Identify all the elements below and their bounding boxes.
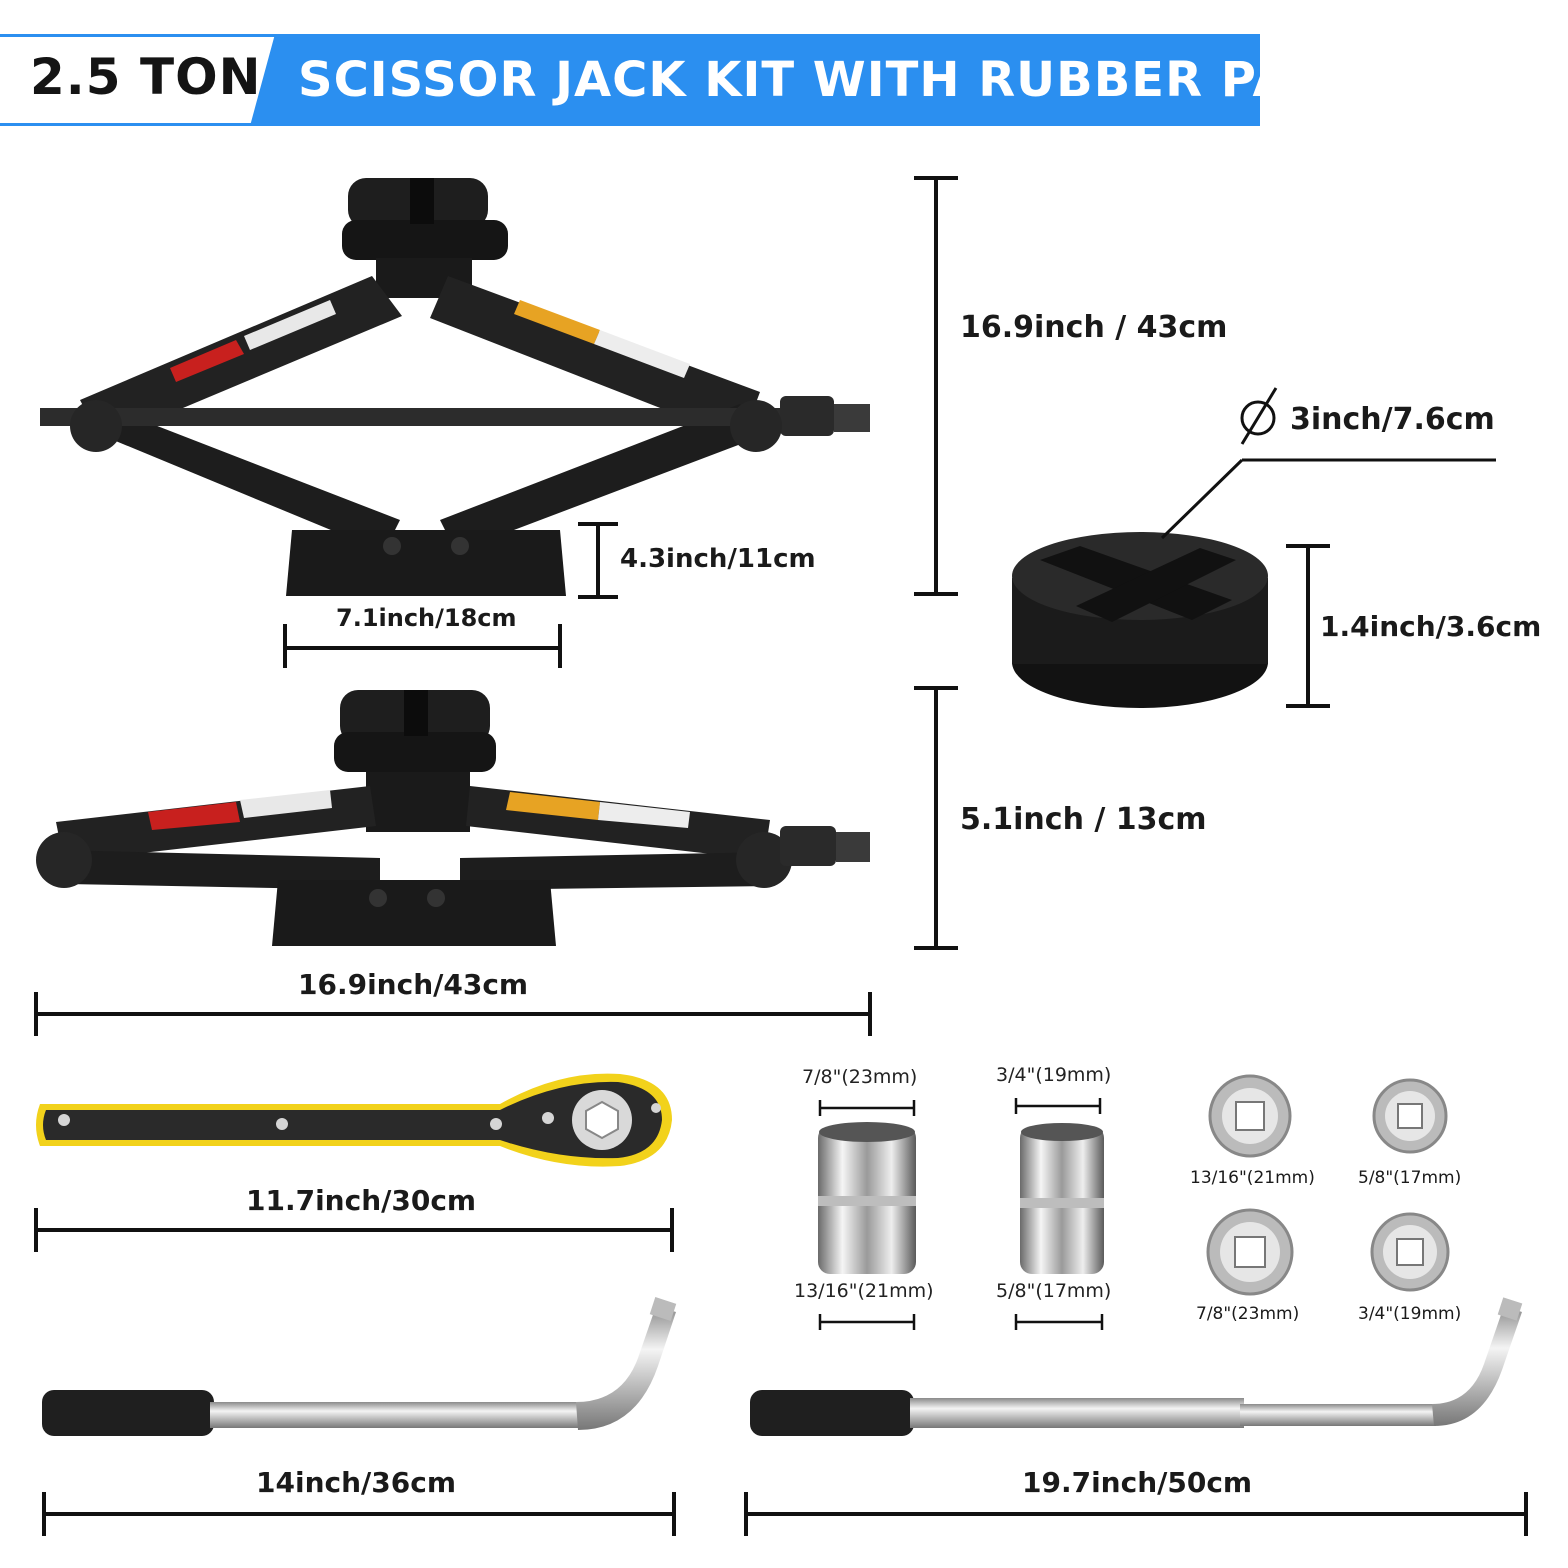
socket-dimension-lines: [818, 1098, 1104, 1330]
diameter-leader: [1160, 387, 1496, 540]
ratchet-wrench-image: [36, 1073, 672, 1167]
jack-length-label: 16.9inch/43cm: [298, 968, 529, 1001]
dimension-lines: [34, 176, 1528, 1536]
jack-base-height-label: 4.3inch/11cm: [620, 544, 816, 574]
socket-face-label-3: 7/8"(23mm): [1196, 1304, 1300, 1324]
title-label: SCISSOR JACK KIT WITH RUBBER PAD: [298, 52, 1332, 108]
short-wrench-image: [42, 1297, 677, 1436]
socket-face-label-1: 13/16"(21mm): [1190, 1168, 1315, 1188]
jack-max-height-label: 16.9inch / 43cm: [960, 310, 1228, 345]
jack-min-height-label: 5.1inch / 13cm: [960, 802, 1207, 837]
ratchet-length-label: 11.7inch/30cm: [246, 1184, 477, 1217]
jack-lowered-image: [36, 690, 870, 946]
socket-face-label-2: 5/8"(17mm): [1358, 1168, 1462, 1188]
title-banner: [250, 34, 1260, 126]
socket-large-image: [818, 1122, 916, 1274]
pad-height-label: 1.4inch/3.6cm: [1320, 610, 1542, 643]
pad-diameter-label: 3inch/7.6cm: [1290, 402, 1495, 437]
capacity-label: 2.5 TON: [30, 48, 262, 106]
socket-size-top-right: 3/4"(19mm): [996, 1064, 1112, 1086]
short-wrench-length-label: 14inch/36cm: [256, 1466, 456, 1499]
capacity-banner: [0, 34, 290, 126]
socket-small-image: [1020, 1123, 1104, 1274]
socket-size-top-left: 7/8"(23mm): [802, 1066, 918, 1088]
socket-size-bottom-right: 5/8"(17mm): [996, 1280, 1112, 1302]
jack-base-width-label: 7.1inch/18cm: [336, 604, 517, 632]
rubber-pad-image: [1012, 532, 1268, 708]
long-wrench-image: [750, 1297, 1523, 1436]
long-wrench-length-label: 19.7inch/50cm: [1022, 1466, 1253, 1499]
socket-faces-image: [1206, 1074, 1450, 1296]
socket-face-label-4: 3/4"(19mm): [1358, 1304, 1462, 1324]
socket-size-bottom-left: 13/16"(21mm): [794, 1280, 934, 1302]
jack-raised-image: [40, 178, 870, 596]
